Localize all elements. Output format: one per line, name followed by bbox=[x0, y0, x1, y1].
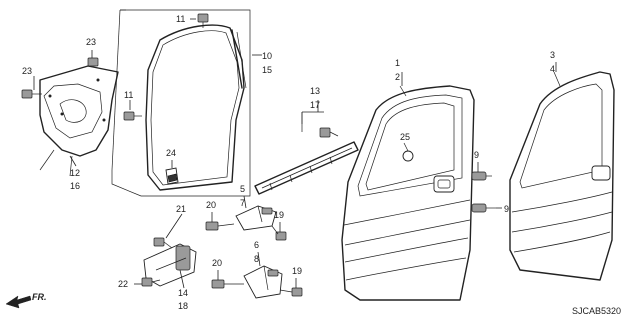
diagram-code: SJCAB5320 bbox=[572, 306, 621, 316]
callout-labels: 1 2 3 4 5 6 7 8 9 9 10 11 11 12 13 14 15… bbox=[22, 14, 555, 311]
callout-25: 25 bbox=[400, 132, 410, 142]
callout-16: 16 bbox=[70, 181, 80, 191]
weatherstrip-group-frame-left bbox=[111, 9, 121, 171]
weatherstrip-group bbox=[111, 9, 251, 197]
callout-1: 1 bbox=[395, 58, 400, 68]
bolt-20-upper-icon bbox=[205, 221, 219, 231]
callout-11-top: 11 bbox=[176, 14, 185, 24]
bolt-20-lower-icon bbox=[211, 279, 225, 289]
callout-12: 12 bbox=[70, 168, 80, 178]
plug-25 bbox=[402, 150, 414, 162]
callout-22: 22 bbox=[118, 279, 128, 289]
door-handle-cutout bbox=[433, 175, 455, 193]
callout-4: 4 bbox=[550, 64, 555, 74]
door-skin-handle-cutout bbox=[591, 165, 611, 181]
sash-molding-strip bbox=[254, 141, 359, 195]
callout-3: 3 bbox=[550, 50, 555, 60]
front-door-skin bbox=[509, 71, 615, 281]
callout-9-lower: 9 bbox=[504, 204, 509, 214]
bolt-11-top-icon bbox=[197, 13, 209, 23]
callout-21: 21 bbox=[176, 204, 186, 214]
front-door-panel bbox=[341, 85, 475, 301]
callout-15: 15 bbox=[262, 65, 272, 75]
callout-20-lower: 20 bbox=[212, 258, 222, 268]
bolt-19-upper-icon bbox=[275, 231, 287, 241]
callout-5: 5 bbox=[240, 184, 245, 194]
callout-11-left: 11 bbox=[124, 90, 133, 100]
plug-9-top-icon bbox=[471, 171, 487, 181]
callout-6: 6 bbox=[254, 240, 259, 250]
lower-hinge bbox=[211, 265, 303, 299]
callout-7: 7 bbox=[240, 198, 245, 208]
plugs-9 bbox=[471, 171, 496, 213]
callout-8: 8 bbox=[254, 254, 259, 264]
callout-24: 24 bbox=[166, 148, 176, 158]
leader-lines bbox=[33, 18, 557, 289]
bolt-11-left-icon bbox=[123, 111, 135, 121]
door-sash-molding bbox=[254, 111, 359, 195]
front-arrow-icon bbox=[5, 295, 32, 309]
callout-13: 13 bbox=[310, 86, 320, 96]
callout-14: 14 bbox=[178, 288, 188, 298]
callout-23-left: 23 bbox=[22, 66, 32, 76]
plug-9-bottom-icon bbox=[471, 203, 487, 213]
bolt-22-icon bbox=[141, 277, 153, 287]
bolt-19-lower-icon bbox=[291, 287, 303, 297]
callout-20-upper: 20 bbox=[206, 200, 216, 210]
clip-23-top-icon bbox=[87, 57, 99, 67]
upper-hinge bbox=[205, 205, 287, 241]
door-weatherstrip bbox=[145, 24, 245, 191]
clip-23-left-icon bbox=[21, 89, 33, 99]
weatherstrip-group-frame bbox=[111, 9, 251, 197]
callout-19-upper: 19 bbox=[274, 210, 284, 220]
bolt-21-icon bbox=[153, 237, 165, 247]
callout-18: 18 bbox=[178, 301, 188, 311]
callout-19-lower: 19 bbox=[292, 266, 302, 276]
door-hole-seal bbox=[21, 57, 119, 177]
callout-10: 10 bbox=[262, 51, 272, 61]
front-label: FR. bbox=[32, 292, 47, 302]
front-direction-indicator: FR. bbox=[5, 292, 47, 309]
callout-17: 17 bbox=[310, 100, 320, 110]
callout-23-top: 23 bbox=[86, 37, 96, 47]
callout-2: 2 bbox=[395, 72, 400, 82]
door-checker bbox=[141, 237, 197, 287]
molding-clip-icon bbox=[319, 127, 331, 138]
callout-9-upper: 9 bbox=[474, 150, 479, 160]
